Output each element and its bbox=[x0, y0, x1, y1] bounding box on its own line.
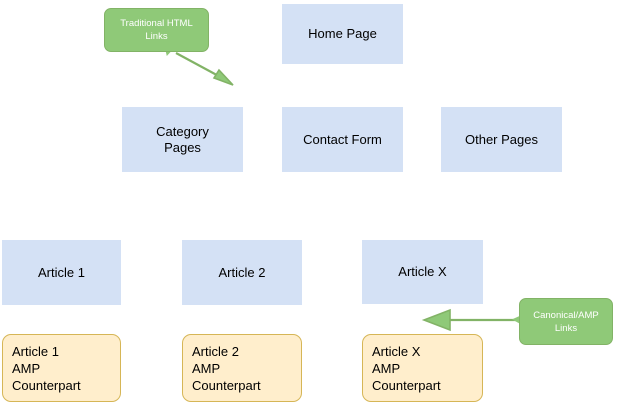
callout-traditional-html-links[interactable]: Traditional HTML Links bbox=[104, 8, 209, 52]
node-category-pages[interactable]: Category Pages bbox=[122, 107, 243, 172]
traditional-html-links-arrow bbox=[175, 52, 234, 86]
node-article-2[interactable]: Article 2 bbox=[182, 240, 302, 305]
canonical-amp-links-arrow bbox=[421, 308, 519, 332]
node-article-2-amp-counterpart[interactable]: Article 2 AMP Counterpart bbox=[182, 334, 302, 402]
node-article-1[interactable]: Article 1 bbox=[2, 240, 121, 305]
callout-canonical-amp-links[interactable]: Canonical/AMP Links bbox=[519, 298, 613, 345]
node-home-page[interactable]: Home Page bbox=[282, 4, 403, 64]
node-article-1-amp-counterpart[interactable]: Article 1 AMP Counterpart bbox=[2, 334, 121, 402]
node-contact-form[interactable]: Contact Form bbox=[282, 107, 403, 172]
node-article-x-amp-counterpart[interactable]: Article X AMP Counterpart bbox=[362, 334, 483, 402]
node-article-x[interactable]: Article X bbox=[362, 240, 483, 304]
node-other-pages[interactable]: Other Pages bbox=[441, 107, 562, 172]
